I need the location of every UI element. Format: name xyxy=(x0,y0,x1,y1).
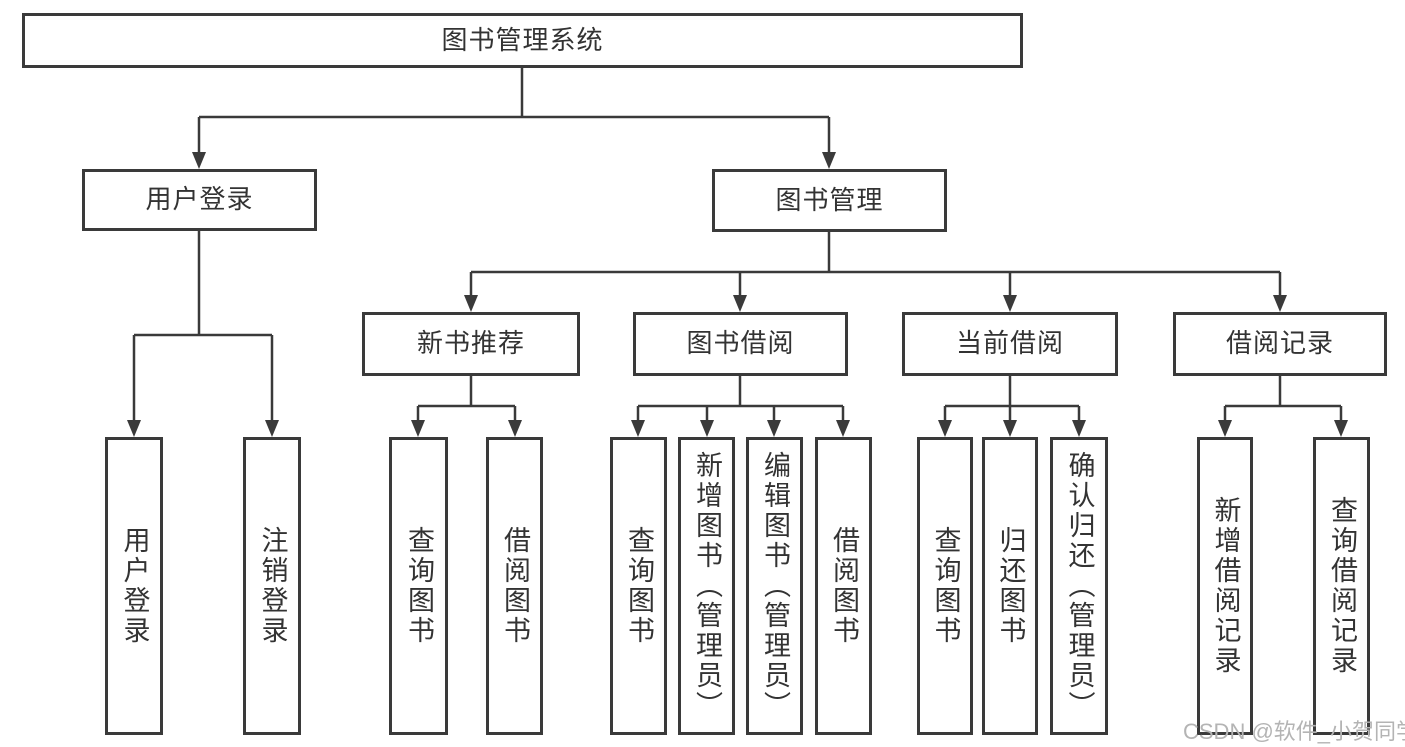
leaf-edit-book-admin: 编辑图书（管理员） xyxy=(746,437,803,735)
node-book-management-group: 图书管理 xyxy=(712,169,947,232)
node-book-borrowing: 图书借阅 xyxy=(633,312,848,376)
leaf-add-book-admin: 新增图书（管理员） xyxy=(678,437,735,735)
leaf-query-borrow-record: 查询借阅记录 xyxy=(1313,437,1370,735)
leaf-query-books-borrow: 查询图书 xyxy=(610,437,667,735)
leaf-user-login: 用户登录 xyxy=(105,437,163,735)
node-user-login-group: 用户登录 xyxy=(82,169,317,231)
leaf-add-borrow-record: 新增借阅记录 xyxy=(1197,437,1253,735)
node-current-borrowing: 当前借阅 xyxy=(902,312,1118,376)
node-library-management-system: 图书管理系统 xyxy=(22,13,1023,68)
node-new-book-recommend: 新书推荐 xyxy=(362,312,580,376)
leaf-return-book: 归还图书 xyxy=(982,437,1038,735)
leaf-query-books-recommend: 查询图书 xyxy=(389,437,448,735)
leaf-borrow-books: 借阅图书 xyxy=(815,437,872,735)
leaf-logout: 注销登录 xyxy=(243,437,301,735)
leaf-borrow-books-recommend: 借阅图书 xyxy=(486,437,543,735)
leaf-query-books-current: 查询图书 xyxy=(917,437,973,735)
node-borrowing-records: 借阅记录 xyxy=(1173,312,1387,376)
leaf-confirm-return-admin: 确认归还（管理员） xyxy=(1050,437,1108,735)
csdn-watermark: CSDN @软件_小贺同学 xyxy=(1183,719,1405,744)
